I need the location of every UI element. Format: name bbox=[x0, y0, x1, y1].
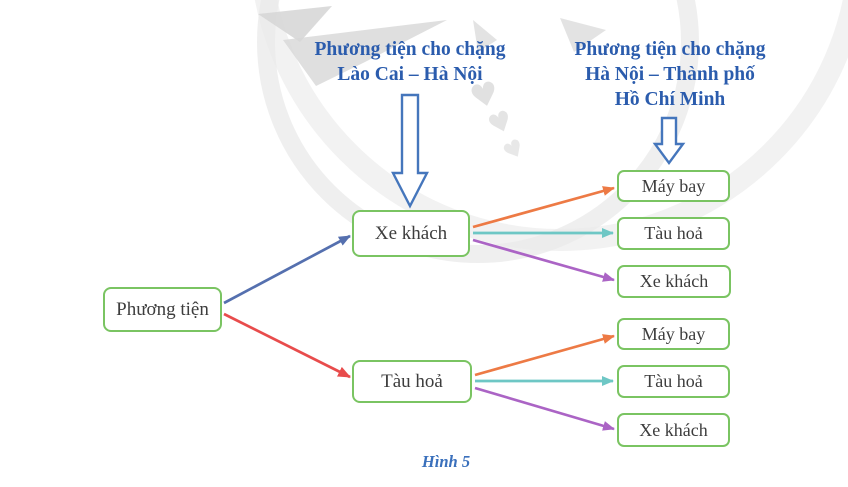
node-xe-khach-leg2-b: Xe khách bbox=[617, 413, 730, 447]
watermark-shape bbox=[473, 20, 497, 52]
edge-root-to-xe-khach bbox=[223, 234, 351, 305]
annotation-line: Phương tiện cho chặng bbox=[314, 39, 506, 60]
watermark-shape bbox=[560, 18, 606, 52]
edge-root-to-tau-hoa bbox=[223, 312, 351, 379]
down-arrow-icon bbox=[652, 116, 686, 166]
node-tau-hoa-leg2-b: Tàu hoả bbox=[617, 365, 730, 398]
watermark-shape bbox=[258, 6, 332, 42]
node-tau-hoa-leg1: Tàu hoả bbox=[352, 360, 472, 403]
watermark-shape bbox=[283, 20, 447, 86]
node-may-bay-leg2-b: Máy bay bbox=[617, 318, 730, 350]
node-phuong-tien: Phương tiện bbox=[103, 287, 222, 332]
annotation-line: Phương tiện cho chặng bbox=[574, 39, 766, 60]
edge-xe-khach-to-may-bay bbox=[472, 186, 615, 229]
annotation-line: Hà Nội – Thành phố bbox=[585, 64, 755, 85]
annotation-line: Lào Cai – Hà Nội bbox=[337, 64, 483, 85]
node-tau-hoa-leg2-a: Tàu hoả bbox=[617, 217, 730, 250]
edge-xe-khach-to-xe-khach bbox=[472, 238, 615, 282]
edge-tau-hoa-to-xe-khach bbox=[474, 386, 615, 431]
watermark-ring-icon bbox=[254, 0, 848, 251]
figure-caption: Hình 5 bbox=[421, 452, 471, 471]
node-xe-khach-leg2-a: Xe khách bbox=[617, 265, 731, 298]
annotation-leg2: Phương tiện cho chặng Hà Nội – Thành phố… bbox=[558, 37, 782, 112]
node-xe-khach-leg1: Xe khách bbox=[352, 210, 470, 257]
down-arrow-icon bbox=[391, 93, 429, 209]
watermark-ring-icon bbox=[257, 0, 699, 263]
edge-tau-hoa-to-may-bay bbox=[474, 334, 615, 377]
node-may-bay-leg2-a: Máy bay bbox=[617, 170, 730, 202]
annotation-line: Hồ Chí Minh bbox=[614, 89, 726, 110]
annotation-leg1: Phương tiện cho chặng Lào Cai – Hà Nội bbox=[280, 37, 540, 87]
